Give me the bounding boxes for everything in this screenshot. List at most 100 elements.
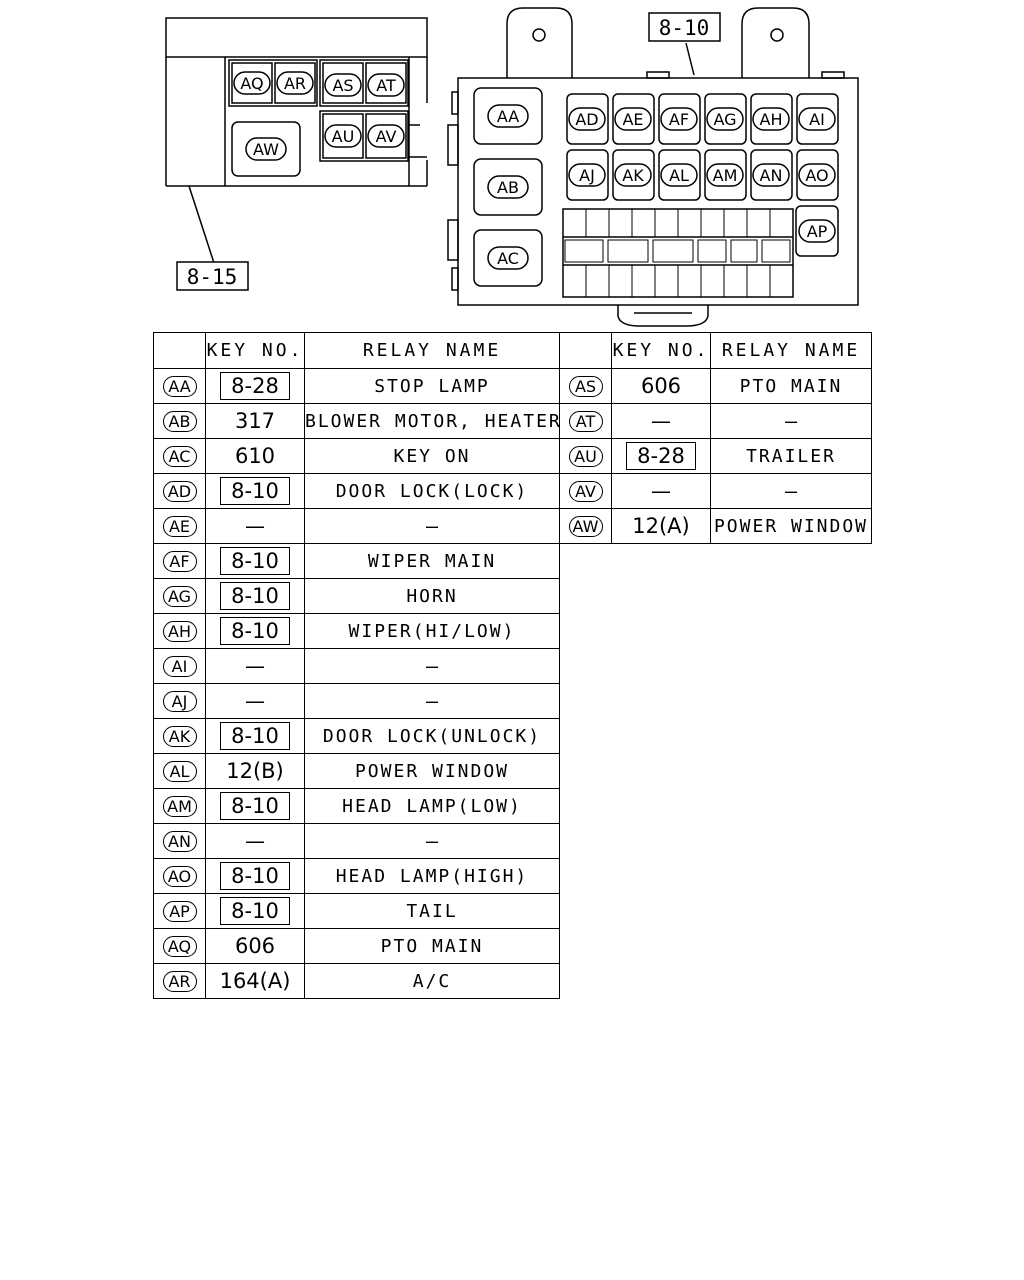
relay-slot-text: AH (760, 110, 783, 129)
relay-name: KEY ON (393, 445, 471, 467)
relay-slot-label: AS (324, 73, 362, 97)
relay-id-badge: AI (162, 655, 197, 677)
relay-slot-text: AO (805, 166, 828, 185)
relay-id-cell: AD (153, 473, 206, 509)
header-key-no: KEY NO. (205, 332, 305, 369)
relay-name: DOOR LOCK(LOCK) (335, 480, 529, 502)
header-id (153, 332, 206, 369)
relay-name: DOOR LOCK(UNLOCK) (322, 725, 542, 747)
key-no-cell: 12(B) (205, 753, 305, 789)
key-no-cell: 164(A) (205, 963, 305, 999)
relay-name: TAIL (406, 900, 458, 922)
relay-slot-label: AW (245, 137, 287, 161)
table-header-row: KEY NO. RELAY NAME (559, 332, 872, 369)
key-no: 606 (234, 934, 276, 958)
table-row: AV—— (559, 473, 872, 509)
relay-slot-label: AJ (568, 163, 606, 187)
key-no-cell: — (205, 508, 305, 544)
relay-slot-label: AD (568, 107, 606, 131)
relay-slot-text: AF (669, 110, 689, 129)
relay-id-badge: AU (568, 445, 603, 467)
header-key-no: KEY NO. (611, 332, 711, 369)
relay-slot-label: AH (752, 107, 790, 131)
relay-slot-label: AQ (233, 71, 271, 95)
relay-name: — (425, 689, 439, 713)
relay-name-cell: — (710, 473, 872, 509)
relay-name-cell: WIPER MAIN (304, 543, 560, 579)
relay-id-cell: AG (153, 578, 206, 614)
relay-id-badge: AV (568, 480, 603, 502)
relay-id-badge: AS (568, 375, 603, 397)
key-no-cell: 8-10 (205, 473, 305, 509)
relay-id-badge: AK (162, 725, 197, 747)
relay-slot-text: AT (376, 76, 396, 95)
relay-name-cell: KEY ON (304, 438, 560, 474)
relay-slot-label: AI (798, 107, 836, 131)
table-row: AJ—— (153, 683, 560, 719)
relay-name-cell: — (304, 508, 560, 544)
key-no: 12(A) (632, 514, 690, 538)
relay-name: POWER WINDOW (354, 760, 510, 782)
relay-slot-text: AE (622, 110, 643, 129)
header-relay-name: RELAY NAME (710, 332, 872, 369)
relay-slot-label: AR (276, 71, 314, 95)
relay-id-cell: AJ (153, 683, 206, 719)
relay-slot-label: AT (367, 73, 405, 97)
relay-id-cell: AM (153, 788, 206, 824)
key-no-cell: 8-10 (205, 543, 305, 579)
relay-slot-label: AN (752, 163, 790, 187)
relay-id-cell: AH (153, 613, 206, 649)
relay-name: — (784, 409, 798, 433)
relay-slot-text: AC (497, 249, 519, 268)
relay-slot-text: AK (622, 166, 644, 185)
relay-slot-text: AN (760, 166, 783, 185)
relay-id-badge: AP (162, 900, 197, 922)
key-no-boxed: 8-10 (220, 617, 290, 645)
relay-id-badge: AE (162, 515, 197, 537)
relay-slot-text: AU (332, 127, 355, 146)
key-no-cell: 12(A) (611, 508, 711, 544)
relay-id-badge: AT (568, 410, 603, 432)
relay-id-cell: AK (153, 718, 206, 754)
key-no-cell: — (205, 648, 305, 684)
key-no-boxed: 8-10 (220, 897, 290, 925)
table-row: AE —— (153, 508, 560, 544)
relay-id-cell: AL (153, 753, 206, 789)
relay-name: A/C (412, 970, 452, 992)
relay-name-cell: — (304, 648, 560, 684)
relay-id-cell: AA (153, 368, 206, 404)
key-no: — (245, 829, 265, 853)
relay-name-cell: DOOR LOCK(UNLOCK) (304, 718, 560, 754)
relay-name: STOP LAMP (374, 375, 490, 397)
relay-slot-label: AF (660, 107, 698, 131)
key-no: — (245, 654, 265, 678)
key-no-cell: 8-10 (205, 578, 305, 614)
relay-name-cell: HORN (304, 578, 560, 614)
relay-slot-label: AM (706, 163, 744, 187)
relay-id-cell: AW (559, 508, 612, 544)
key-no-boxed: 8-10 (220, 477, 290, 505)
header-id (559, 332, 612, 369)
key-no-cell: — (205, 683, 305, 719)
key-no-cell: 317 (205, 403, 305, 439)
relay-id-cell: AF (153, 543, 206, 579)
key-no-cell: — (205, 823, 305, 859)
relay-name: — (425, 829, 439, 853)
relay-name-cell: STOP LAMP (304, 368, 560, 404)
key-no-boxed: 8-10 (220, 582, 290, 610)
relay-id-cell: AV (559, 473, 612, 509)
key-no: 317 (234, 409, 276, 433)
relay-name: HEAD LAMP(HIGH) (335, 865, 529, 887)
relay-id-badge: AH (162, 620, 197, 642)
